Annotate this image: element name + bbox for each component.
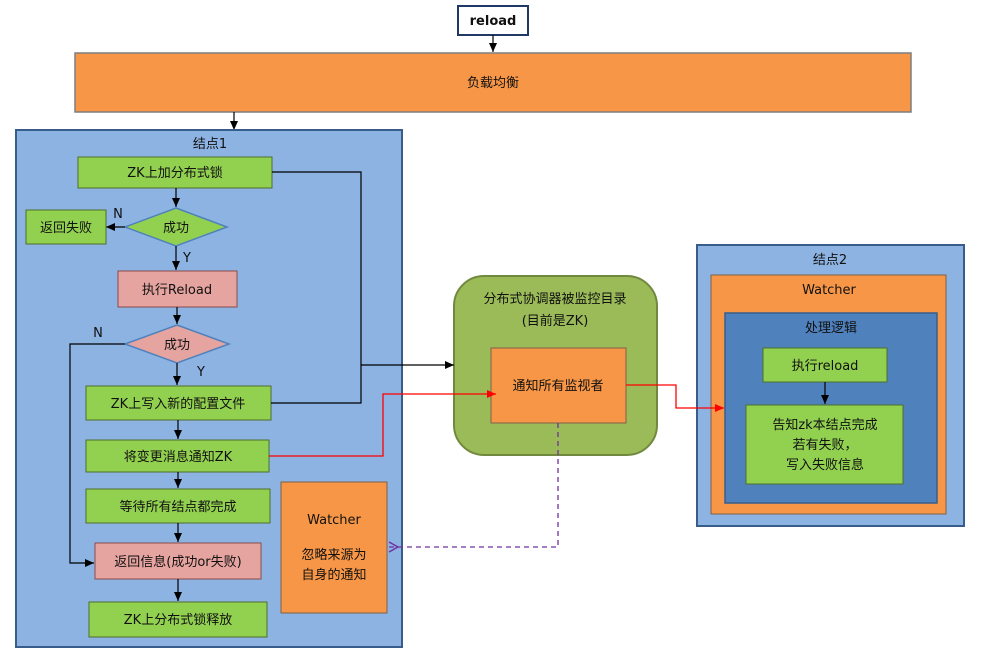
notify-red-connector: [269, 390, 496, 457]
node1-watcher-box: Watcher 忽略来源为 自身的通知: [280, 481, 388, 614]
svg-text:处理逻辑: 处理逻辑: [805, 321, 857, 336]
coordinator-to-node2-connector: [626, 384, 724, 412]
svg-text:ZK上加分布式锁: ZK上加分布式锁: [127, 165, 222, 181]
svg-text:执行reload: 执行reload: [792, 359, 859, 374]
exec-reload-step: 执行Reload: [117, 270, 238, 308]
return-info-step: 返回信息(成功or失败): [94, 542, 262, 580]
return-fail-step: 返回失败: [25, 209, 107, 245]
write-to-coordinator-connector: [271, 361, 454, 404]
coordinator-to-watcher-dashed: [389, 423, 559, 547]
svg-text:(目前是ZK): (目前是ZK): [522, 313, 589, 329]
svg-text:返回失败: 返回失败: [40, 221, 92, 236]
wait-all-step: 等待所有结点都完成: [85, 488, 271, 524]
reload-box: reload: [457, 5, 529, 36]
svg-text:自身的通知: 自身的通知: [301, 567, 366, 583]
svg-text:忽略来源为: 忽略来源为: [301, 547, 366, 563]
notify-zk-step: 将变更消息通知ZK: [85, 439, 270, 473]
svg-text:等待所有结点都完成: 等待所有结点都完成: [119, 499, 236, 515]
label-y2: Y: [196, 365, 205, 380]
svg-text:结点1: 结点1: [193, 137, 227, 152]
svg-text:ZK上分布式锁释放: ZK上分布式锁释放: [124, 612, 232, 628]
write-config-step: ZK上写入新的配置文件: [85, 385, 272, 421]
svg-text:ZK上写入新的配置文件: ZK上写入新的配置文件: [111, 396, 245, 412]
label-n1: N: [113, 207, 123, 222]
svg-text:结点2: 结点2: [813, 253, 847, 268]
svg-text:执行Reload: 执行Reload: [142, 283, 212, 298]
svg-text:Watcher: Watcher: [802, 283, 856, 298]
label-n2: N: [93, 326, 103, 341]
notify-all-box: 通知所有监视者: [490, 347, 627, 424]
load-balancer-box: 负载均衡: [74, 52, 912, 113]
svg-text:分布式协调器被监控目录: 分布式协调器被监控目录: [483, 292, 626, 307]
svg-text:写入失败信息: 写入失败信息: [786, 457, 864, 473]
svg-text:通知所有监视者: 通知所有监视者: [512, 378, 603, 394]
label-y1: Y: [182, 251, 191, 266]
svg-text:返回信息(成功or失败): 返回信息(成功or失败): [114, 554, 241, 570]
release-lock-step: ZK上分布式锁释放: [88, 601, 268, 638]
node2-exec-reload-step: 执行reload: [762, 347, 888, 383]
svg-text:告知zk本结点完成: 告知zk本结点完成: [772, 417, 877, 433]
svg-text:reload: reload: [470, 14, 517, 29]
node2-tell-zk-step: 告知zk本结点完成 若有失败， 写入失败信息: [745, 404, 904, 485]
lock-step: ZK上加分布式锁: [77, 156, 273, 189]
lock-to-coordinator-connector: [272, 171, 362, 365]
svg-text:负载均衡: 负载均衡: [467, 76, 519, 91]
svg-text:成功: 成功: [163, 221, 189, 236]
svg-text:Watcher: Watcher: [307, 513, 361, 528]
svg-text:若有失败，: 若有失败，: [792, 437, 857, 453]
svg-text:成功: 成功: [164, 338, 190, 353]
svg-text:将变更消息通知ZK: 将变更消息通知ZK: [124, 449, 233, 465]
